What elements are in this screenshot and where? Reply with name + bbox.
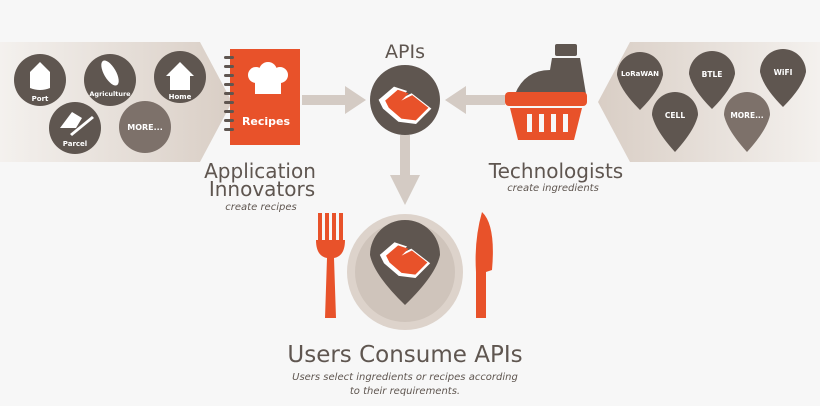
- tech-btle[interactable]: BTLE: [689, 51, 735, 109]
- basket-icon: [505, 44, 587, 140]
- tech-label: CELL: [665, 111, 685, 120]
- chef-hat-icon: [248, 62, 288, 94]
- fork-icon: [316, 213, 345, 318]
- innovators-title-line1: Application: [204, 159, 316, 183]
- apis-title: APIs: [385, 41, 425, 63]
- tech-more[interactable]: MORE...: [724, 91, 771, 152]
- domain-label: Agriculture: [89, 90, 131, 98]
- tech-label: LoRaWAN: [621, 70, 659, 78]
- domain-label: Parcel: [63, 140, 87, 148]
- api-pin[interactable]: [370, 220, 440, 305]
- domain-label: Home: [169, 93, 192, 101]
- innovators-subtitle: create recipes: [225, 202, 296, 213]
- tech-lorawan[interactable]: LoRaWAN: [617, 52, 663, 110]
- domain-port[interactable]: Port: [14, 54, 66, 106]
- arrow-down: [390, 135, 420, 205]
- knife-icon: [475, 212, 493, 318]
- house-icon: [166, 62, 194, 90]
- domain-home[interactable]: Home: [154, 51, 206, 103]
- tech-label: MORE...: [730, 111, 763, 120]
- technologists-title: Technologists: [488, 159, 623, 183]
- recipes-book: Recipes: [224, 49, 300, 145]
- innovators-title-line2: Innovators: [209, 177, 315, 201]
- domain-parcel[interactable]: Parcel: [49, 102, 101, 154]
- tech-label: BTLE: [702, 70, 723, 79]
- corn-icon: [101, 60, 119, 86]
- tech-wifi[interactable]: WiFI: [760, 49, 806, 107]
- technologists-subtitle: create ingredients: [507, 183, 599, 194]
- ship-icon: [30, 62, 50, 90]
- apis-node[interactable]: [370, 65, 440, 135]
- domain-label: MORE...: [127, 123, 163, 132]
- recipes-label: Recipes: [242, 115, 291, 128]
- hand-truck-icon: [60, 112, 94, 136]
- users-title: Users Consume APIs: [287, 342, 522, 368]
- domain-more[interactable]: MORE...: [119, 101, 171, 153]
- domain-label: Port: [32, 95, 49, 103]
- tech-cell[interactable]: CELL: [652, 92, 698, 152]
- users-subtitle-line2: to their requirements.: [350, 386, 460, 397]
- arrow-right: [302, 86, 366, 114]
- arrow-left: [445, 86, 505, 114]
- domain-agriculture[interactable]: Agriculture: [84, 54, 136, 106]
- tech-label: WiFI: [774, 68, 793, 77]
- users-subtitle-line1: Users select ingredients or recipes acco…: [292, 372, 518, 383]
